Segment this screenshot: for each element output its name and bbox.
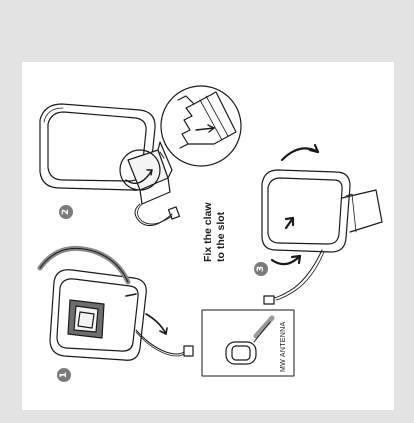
step-badge-3: 3 <box>254 262 268 276</box>
claw-detail-inset <box>160 86 241 166</box>
step3-assembled-antenna <box>262 145 382 304</box>
instruction-line-1: Fix the claw <box>202 202 215 262</box>
connector-label: MW ANTENNA <box>280 322 287 372</box>
step-badge-1: 1 <box>57 368 71 382</box>
instruction-line-2: to the slot <box>215 202 228 262</box>
step-badge-2: 2 <box>59 205 73 219</box>
instruction-text: Fix the claw to the slot <box>202 202 228 262</box>
step1-frame-antenna <box>40 248 193 360</box>
